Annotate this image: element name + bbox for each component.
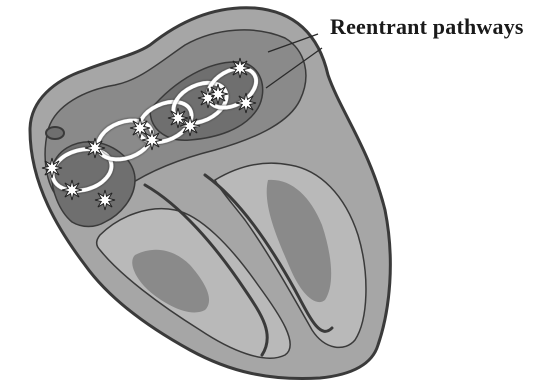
vessel-opening <box>46 127 64 139</box>
star-burst-icon <box>42 158 62 178</box>
star-burst-icon <box>85 138 105 158</box>
reentrant-pathways-label: Reentrant pathways <box>330 14 524 40</box>
star-burst-icon <box>62 180 82 200</box>
star-burst-icon <box>208 84 228 104</box>
star-burst-icon <box>142 130 162 150</box>
star-burst-icon <box>230 58 250 78</box>
star-burst-icon <box>180 116 200 136</box>
star-burst-icon <box>236 93 256 113</box>
star-burst-icon <box>95 190 115 210</box>
